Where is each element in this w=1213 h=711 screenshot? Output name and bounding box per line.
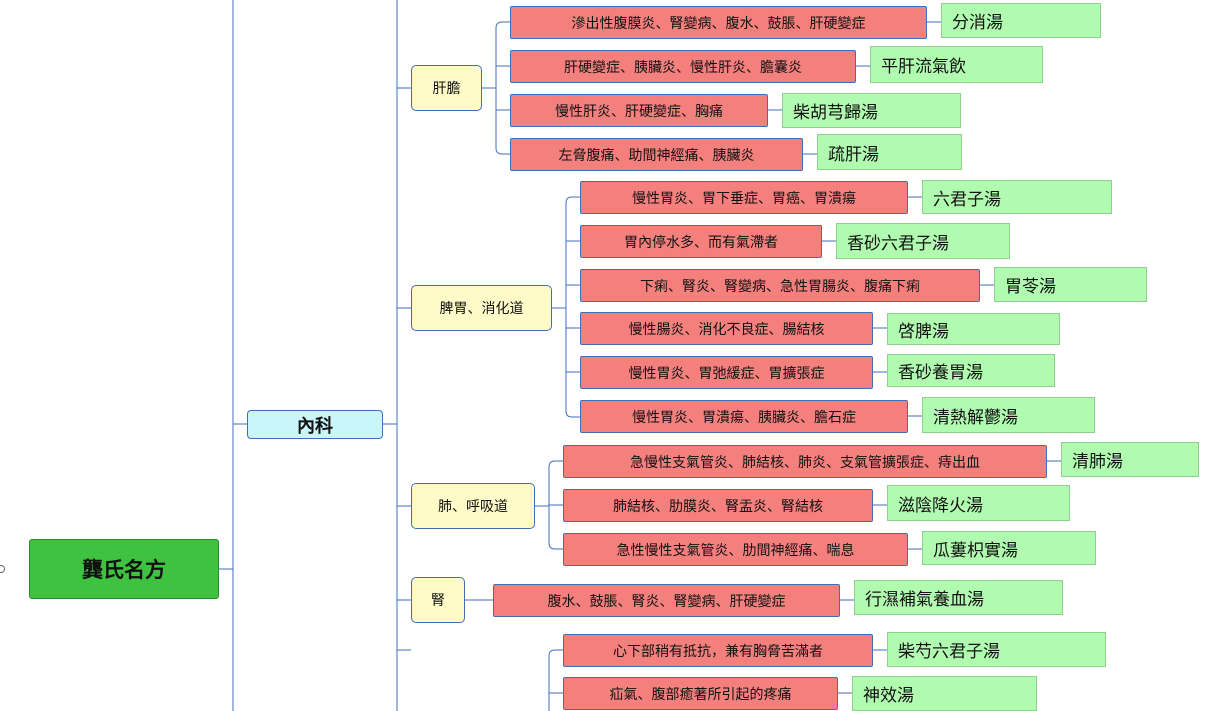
disease-node[interactable]: 心下部稍有抵抗，兼有胸脅苦滿者 (563, 634, 873, 667)
disease-node[interactable]: 急性慢性支氣管炎、肋間神經痛、喘息 (563, 533, 908, 566)
formula-node[interactable]: 清熱解鬱湯 (922, 397, 1095, 433)
category-node-spleen-stomach[interactable]: 脾胃、消化道 (411, 285, 552, 331)
category-node-lung-respiratory[interactable]: 肺、呼吸道 (411, 483, 535, 529)
category-node-kidney[interactable]: 腎 (411, 577, 465, 623)
root-node[interactable]: 龔氏名方 (29, 539, 219, 599)
formula-node[interactable]: 胃苓湯 (994, 267, 1147, 302)
disease-node[interactable]: 胃內停水多、而有氣滯者 (580, 225, 822, 258)
formula-node[interactable]: 清肺湯 (1061, 442, 1199, 477)
category-node-liver-gallbladder[interactable]: 肝膽 (411, 65, 482, 111)
disease-node[interactable]: 滲出性腹膜炎、腎變病、腹水、鼓脹、肝硬變症 (510, 6, 927, 39)
formula-node[interactable]: 分消湯 (941, 3, 1101, 38)
formula-node[interactable]: 柴胡芎歸湯 (782, 93, 961, 128)
formula-node[interactable]: 六君子湯 (922, 180, 1112, 214)
formula-node[interactable]: 神效湯 (852, 676, 1037, 711)
formula-node[interactable]: 柴芍六君子湯 (887, 632, 1106, 667)
branch-node-internal-medicine[interactable]: 內科 (247, 410, 383, 439)
disease-node[interactable]: 腹水、鼓脹、腎炎、腎變病、肝硬變症 (493, 584, 840, 617)
disease-node[interactable]: 慢性胃炎、胃弛緩症、胃擴張症 (580, 356, 873, 389)
disease-node[interactable]: 慢性肝炎、肝硬變症、胸痛 (510, 94, 768, 127)
formula-node[interactable]: 香砂六君子湯 (836, 223, 1010, 259)
formula-node[interactable]: 瓜蔞枳實湯 (922, 531, 1096, 565)
disease-node[interactable]: 慢性胃炎、胃下垂症、胃癌、胃潰瘍 (580, 181, 908, 214)
disease-node[interactable]: 下痢、腎炎、腎變病、急性胃腸炎、腹痛下痢 (580, 269, 980, 302)
disease-node[interactable]: 肺結核、肋膜炎、腎盂炎、腎結核 (563, 489, 873, 522)
formula-node[interactable]: 疏肝湯 (817, 134, 962, 170)
disease-node[interactable]: 慢性胃炎、胃潰瘍、胰臟炎、膽石症 (580, 400, 908, 433)
disease-node[interactable]: 左脅腹痛、助間神經痛、胰臟炎 (510, 138, 803, 171)
formula-node[interactable]: 啓脾湯 (887, 313, 1060, 345)
formula-node[interactable]: 平肝流氣飲 (870, 46, 1043, 83)
disease-node[interactable]: 急慢性支氣管炎、肺結核、肺炎、支氣管擴張症、痔出血 (563, 445, 1047, 478)
formula-node[interactable]: 香砂養胃湯 (887, 354, 1055, 387)
formula-node[interactable]: 行濕補氣養血湯 (854, 580, 1063, 615)
collapse-handle-icon[interactable] (0, 565, 5, 573)
disease-node[interactable]: 肝硬變症、胰臟炎、慢性肝炎、膽囊炎 (510, 50, 856, 83)
disease-node[interactable]: 疝氣、腹部癒著所引起的疼痛 (563, 677, 838, 710)
formula-node[interactable]: 滋陰降火湯 (887, 485, 1070, 521)
disease-node[interactable]: 慢性腸炎、消化不良症、腸結核 (580, 312, 873, 345)
